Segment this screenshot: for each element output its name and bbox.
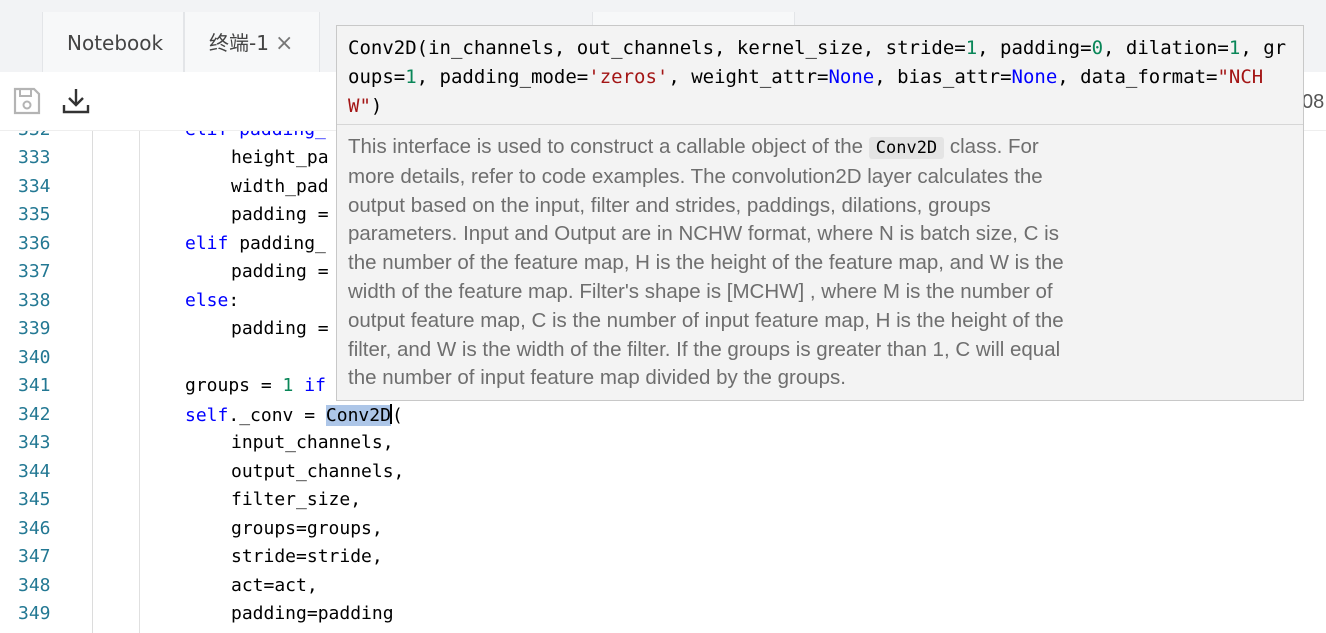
line-number: 346 bbox=[18, 518, 51, 539]
tooltip-divider bbox=[337, 124, 1303, 125]
code-line[interactable]: else: bbox=[185, 290, 239, 311]
hover-tooltip[interactable]: Conv2D(in_channels, out_channels, kernel… bbox=[336, 25, 1304, 401]
signature-token: , groups= bbox=[348, 37, 1287, 88]
signature-token: ) bbox=[370, 95, 383, 117]
signature-token: "NCHW" bbox=[348, 66, 1264, 117]
signature-token: 1 bbox=[405, 66, 417, 88]
doc-inline-code: Conv2D bbox=[868, 137, 945, 159]
line-number: 333 bbox=[18, 147, 51, 168]
line-number: 338 bbox=[18, 290, 51, 311]
signature-token: , padding= bbox=[977, 37, 1092, 59]
line-number: 341 bbox=[18, 375, 51, 396]
signature-token: , dilation= bbox=[1103, 37, 1229, 59]
code-line[interactable]: padding = bbox=[231, 261, 329, 282]
line-number: 335 bbox=[18, 204, 51, 225]
tab-terminal-1[interactable]: 终端-1× bbox=[184, 12, 320, 72]
code-text: padding_ bbox=[228, 233, 326, 254]
tab-notebook[interactable]: Notebook bbox=[42, 12, 184, 72]
code-line[interactable]: stride=stride, bbox=[231, 546, 383, 567]
signature-token: , padding_mode= bbox=[416, 66, 589, 88]
keyword: elif bbox=[185, 233, 229, 254]
signature-token: None bbox=[828, 66, 875, 88]
signature-token: Conv2D(in_channels, out_channels, kernel… bbox=[348, 37, 966, 59]
indent-guide bbox=[139, 130, 140, 633]
code-line[interactable]: groups = 1 if bbox=[185, 375, 326, 396]
line-number: 343 bbox=[18, 432, 51, 453]
line-number: 344 bbox=[18, 461, 51, 482]
gutter-border bbox=[92, 130, 93, 633]
keyword: else bbox=[185, 290, 229, 311]
line-number: 337 bbox=[18, 261, 51, 282]
line-number: 339 bbox=[18, 318, 51, 339]
selected-text[interactable]: Conv2D bbox=[325, 405, 391, 426]
signature-token: None bbox=[1011, 66, 1058, 88]
code-text: ._conv = bbox=[228, 405, 326, 426]
text-cursor bbox=[389, 404, 392, 424]
toolbar-trailing-text: 08 bbox=[1302, 91, 1325, 113]
code-line[interactable]: width_pad bbox=[231, 176, 329, 197]
code-text: groups = bbox=[185, 375, 283, 396]
code-text: : bbox=[228, 290, 240, 311]
signature-token: 0 bbox=[1091, 37, 1104, 59]
function-signature: Conv2D(in_channels, out_channels, kernel… bbox=[348, 34, 1293, 121]
download-icon[interactable] bbox=[61, 86, 91, 116]
save-icon[interactable] bbox=[12, 86, 42, 116]
tooltip-documentation: This interface is used to construct a ca… bbox=[348, 133, 1078, 393]
tab-terminal-label: 终端-1 bbox=[209, 31, 269, 55]
number-literal: 1 bbox=[282, 375, 294, 396]
code-line[interactable]: elif padding_ bbox=[185, 233, 326, 254]
code-line[interactable]: height_pa bbox=[231, 147, 329, 168]
code-line[interactable]: padding = bbox=[231, 204, 329, 225]
line-number: 342 bbox=[18, 404, 51, 425]
doc-text: class. For more details, refer to code e… bbox=[348, 135, 1064, 390]
line-number: 334 bbox=[18, 176, 51, 197]
line-number: 348 bbox=[18, 575, 51, 596]
line-number: 349 bbox=[18, 603, 51, 624]
signature-token: , data_format= bbox=[1057, 66, 1218, 88]
line-number: 345 bbox=[18, 489, 51, 510]
tooltip-clip bbox=[337, 392, 1303, 400]
code-line[interactable]: self._conv = Conv2D( bbox=[185, 404, 403, 426]
tab-notebook-label: Notebook bbox=[67, 31, 164, 55]
signature-token: , bias_attr= bbox=[874, 66, 1012, 88]
line-number: 347 bbox=[18, 546, 51, 567]
signature-token: 1 bbox=[965, 37, 978, 59]
code-line[interactable]: input_channels, bbox=[231, 432, 394, 453]
code-line[interactable]: padding=padding bbox=[231, 603, 394, 624]
signature-token: 1 bbox=[1228, 37, 1241, 59]
code-line[interactable]: groups=groups, bbox=[231, 518, 383, 539]
line-number: 336 bbox=[18, 233, 51, 254]
code-line[interactable]: filter_size, bbox=[231, 489, 362, 510]
close-icon[interactable]: × bbox=[274, 31, 294, 56]
code-text: ( bbox=[391, 405, 403, 426]
signature-token: , weight_attr= bbox=[668, 66, 829, 88]
code-line[interactable]: padding = bbox=[231, 318, 329, 339]
keyword: if bbox=[293, 375, 326, 396]
keyword: self bbox=[185, 405, 229, 426]
code-line[interactable]: output_channels, bbox=[231, 461, 405, 482]
signature-token: 'zeros' bbox=[588, 66, 669, 88]
line-number: 340 bbox=[18, 347, 51, 368]
doc-text: This interface is used to construct a ca… bbox=[348, 135, 869, 158]
code-line[interactable]: act=act, bbox=[231, 575, 318, 596]
